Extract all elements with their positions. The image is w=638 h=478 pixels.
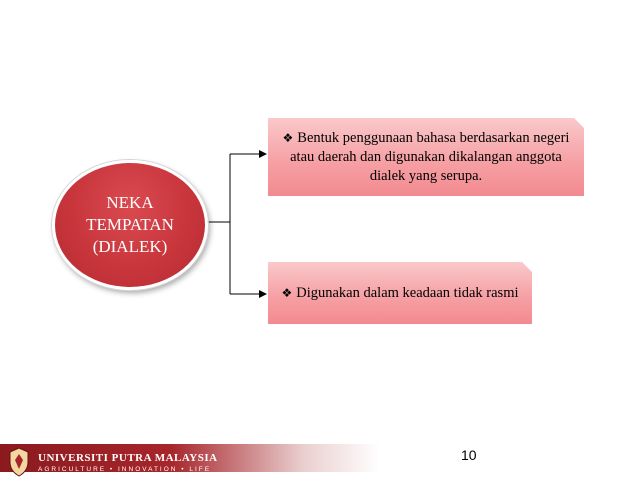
branch-2-text: Digunakan dalam keadaan tidak rasmi [296,284,519,301]
footer: UNIVERSITI PUTRA MALAYSIA AGRICULTURE • … [0,438,638,478]
footer-band: UNIVERSITI PUTRA MALAYSIA AGRICULTURE • … [0,444,380,477]
page-number: 10 [461,447,477,463]
diamond-bullet-icon: ❖ [281,285,293,300]
university-name: UNIVERSITI PUTRA MALAYSIA [38,452,218,464]
university-tagline: AGRICULTURE • INNOVATION • LIFE [38,466,212,473]
branch-box-2: ❖Digunakan dalam keadaan tidak rasmi [268,262,532,324]
branch-text-1: ❖Bentuk penggunaan bahasa berdasarkan ne… [280,129,572,186]
center-node: NEKA TEMPATAN (DIALEK) [52,160,208,290]
branch-text-2: ❖Digunakan dalam keadaan tidak rasmi [281,284,518,303]
branch-box-1: ❖Bentuk penggunaan bahasa berdasarkan ne… [268,118,584,196]
center-node-label: NEKA TEMPATAN (DIALEK) [86,193,174,256]
branch-1-text: Bentuk penggunaan bahasa berdasarkan neg… [290,129,570,184]
diamond-bullet-icon: ❖ [282,130,294,145]
upm-crest-icon [9,447,29,477]
